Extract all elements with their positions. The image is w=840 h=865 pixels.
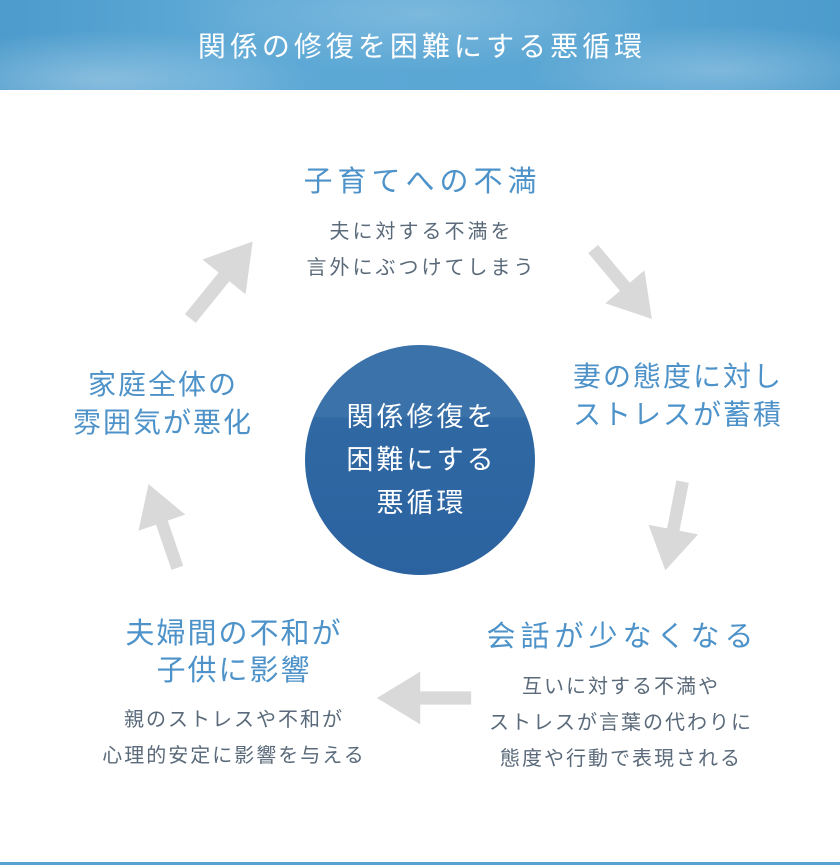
- node-heading-line: 雰囲気が悪化: [72, 406, 253, 439]
- node-less-conversation: 会話が少なくなる 互いに対する不満や ストレスが言葉の代わりに 態度や行動で表現…: [460, 618, 780, 776]
- node-heading: 子育てへの不満: [303, 164, 542, 198]
- node-stress-accumulates: 妻の態度に対し ストレスが蓄積: [517, 358, 837, 434]
- arrow-down-right-icon: [588, 244, 652, 319]
- page-title: 関係の修復を困難にする悪循環: [197, 30, 647, 63]
- center-circle: 関係修復を 困難にする 悪循環: [305, 345, 535, 575]
- arrow-left-icon: [376, 671, 472, 725]
- node-description-line: 夫に対する不満を: [329, 219, 514, 243]
- node-heading-line: 妻の態度に対し: [572, 360, 783, 393]
- node-heading-line: 家庭全体の: [87, 368, 238, 401]
- node-description: 互いに対する不満や ストレスが言葉の代わりに 態度や行動で表現される: [460, 668, 780, 776]
- node-description-line: 態度や行動で表現される: [500, 746, 742, 770]
- center-circle-text-line: 困難にする: [346, 444, 497, 476]
- node-discord-affects-children: 夫婦間の不和が 子供に影響 親のストレスや不和が 心理的安定に影響を与える: [72, 615, 394, 773]
- node-description: 夫に対する不満を 言外にぶつけてしまう: [260, 213, 580, 285]
- node-description-line: ストレスが言葉の代わりに: [489, 710, 753, 734]
- arrow-up-icon: [138, 484, 186, 570]
- arrow-down-icon: [648, 480, 699, 571]
- arrow-up-right-icon: [184, 241, 253, 323]
- node-heading-line: 夫婦間の不和が: [125, 616, 343, 650]
- node-description-line: 親のストレスや不和が: [124, 707, 344, 731]
- bottom-accent-line: [0, 862, 840, 865]
- header-banner: 関係の修復を困難にする悪循環: [0, 0, 840, 90]
- center-circle-text-line: 関係修復を: [346, 401, 497, 433]
- node-parenting-dissatisfaction: 子育てへの不満 夫に対する不満を 言外にぶつけてしまう: [260, 163, 580, 285]
- node-heading-line: 子供に影響: [156, 653, 312, 687]
- node-heading-line: ストレスが蓄積: [572, 398, 783, 431]
- node-family-atmosphere-worsens: 家庭全体の 雰囲気が悪化: [2, 366, 322, 442]
- center-circle-text-line: 悪循環: [376, 487, 467, 519]
- node-description: 親のストレスや不和が 心理的安定に影響を与える: [72, 701, 394, 773]
- node-description-line: 心理的安定に影響を与える: [102, 743, 366, 767]
- node-heading: 会話が少なくなる: [486, 619, 759, 653]
- node-description-line: 互いに対する不満や: [522, 674, 720, 698]
- node-description-line: 言外にぶつけてしまう: [306, 255, 537, 279]
